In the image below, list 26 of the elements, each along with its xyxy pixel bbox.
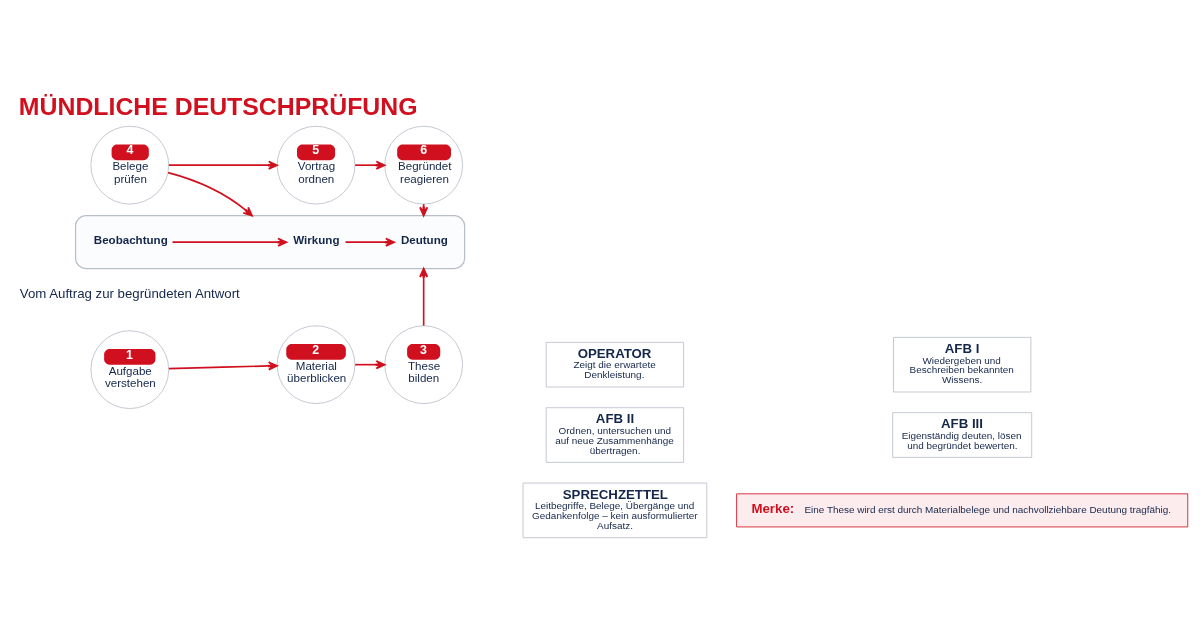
arrow: [354, 160, 386, 170]
arrow: [419, 267, 429, 327]
node-circle: 5 Vortrag ordnen: [276, 125, 356, 205]
node-circle: 6 Begründet reagieren: [384, 125, 463, 205]
node-circle: 4 Belege prüfen: [90, 125, 170, 205]
node-box: AFB II Ordnen, untersuchen und auf neue Zusammenhänge übertragen.: [545, 407, 685, 463]
node-box: Merke: Eine These wird erst durch Materialbelege und nachvollziehbare Deutung tragfähig.: [736, 493, 1189, 528]
node-box: SPRECHZETTEL Leitbegriffe, Belege, Übergänge und Gedankenfolge – kein ausformulierter Aufsatz.: [522, 482, 708, 539]
node-box: AFB I Wiedergeben und Beschreiben bekannten Wissens.: [893, 336, 1032, 393]
node-circle: 2 Material überblicken: [276, 325, 356, 404]
node-circle: 1 Aufgabe verstehen: [90, 330, 170, 409]
arrow: [354, 360, 386, 370]
arrow: [168, 160, 278, 170]
node-text: Wirkung: [293, 234, 340, 247]
arrow: [171, 237, 288, 247]
diagram-title: MÜNDLICHE DEUTSCHPRÜFUNG: [18, 92, 418, 120]
cluster: [74, 215, 466, 270]
node-circle: 3 These bilden: [384, 325, 463, 404]
node-text: Deutung: [400, 234, 448, 247]
node-box: OPERATOR Zeigt die erwartete Denkleistung.: [545, 341, 685, 388]
arrow: [344, 237, 395, 247]
label: Vom Auftrag zur begründeten Antwort: [19, 286, 240, 302]
arrow: [168, 361, 278, 371]
node-box: AFB III Eigenständig deuten, lösen und begründet bewerten.: [892, 412, 1033, 458]
node-text: Beobachtung: [93, 234, 168, 247]
arrow: [167, 171, 253, 217]
